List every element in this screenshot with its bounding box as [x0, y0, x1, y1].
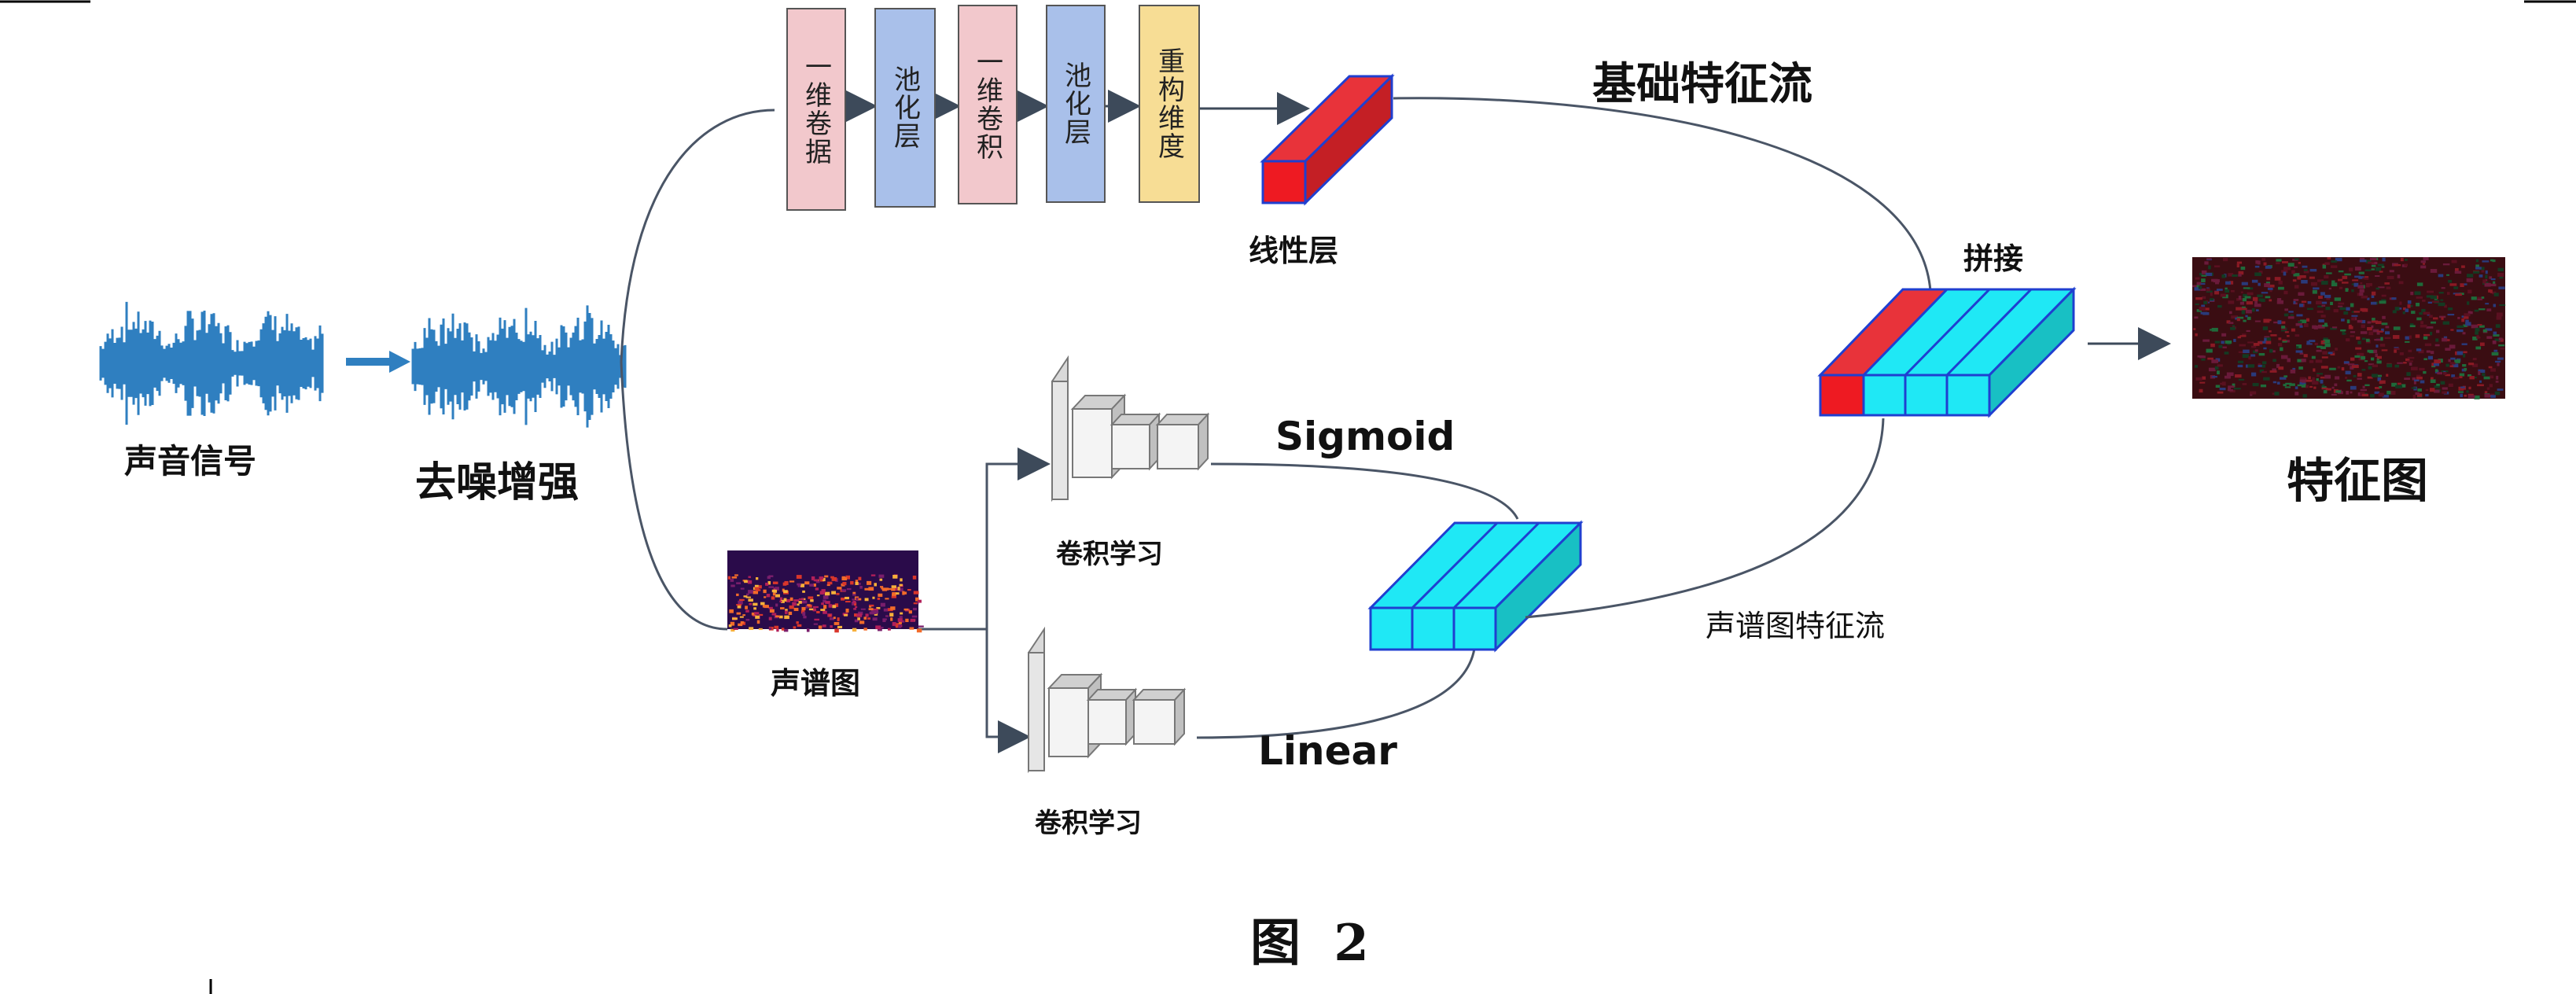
conv-learn-block-bottom	[1028, 626, 1187, 774]
sound-signal-label: 声音信号	[124, 442, 257, 480]
sigmoid-label: Sigmoid	[1275, 414, 1455, 459]
figure-caption: 图 2	[1250, 914, 1377, 973]
denoised-waveform	[411, 305, 627, 428]
waveform-arrowhead	[389, 351, 410, 373]
spectrogram-image	[727, 550, 924, 633]
block-conv1d-2: 一维卷积	[958, 5, 1018, 204]
branch-to-spectrogram-curve	[620, 361, 728, 631]
spectrogram-stream-label: 声谱图特征流	[1702, 609, 1889, 642]
block-pool-2: 池化层	[1046, 5, 1106, 203]
linear-label: Linear	[1258, 728, 1397, 774]
denoise-label: 去噪增强	[415, 459, 580, 506]
spectrogram-feature-tensor	[1367, 520, 1584, 653]
linear-layer-label: 线性层	[1249, 234, 1339, 268]
sigmoid-curve	[1210, 462, 1519, 520]
block-pool-1: 池化层	[874, 8, 936, 208]
conv-learn-block-top	[1051, 355, 1210, 503]
feature-map-label: 特征图	[2287, 454, 2428, 509]
linear-layer-tensor	[1260, 73, 1395, 206]
feature-map-image	[2192, 257, 2506, 399]
concat-tensor	[1817, 286, 2077, 418]
block-conv1d-1: 一维卷据	[786, 8, 846, 211]
spec-to-conv-top-arrow	[918, 447, 1051, 631]
conv-learn-top-label: 卷积学习	[1056, 539, 1163, 570]
spec-to-conv-bottom-arrow	[985, 629, 1031, 753]
concat-label: 拼接	[1963, 241, 2024, 276]
basic-stream-curve	[1393, 97, 1932, 292]
linear-curve	[1196, 648, 1476, 739]
branch-to-cnn-curve	[620, 109, 775, 363]
spectrogram-label: 声谱图	[771, 666, 861, 701]
block-reshape: 重构维度	[1139, 5, 1200, 203]
sound-signal-waveform	[99, 301, 324, 425]
spectrogram-stream-curve	[1525, 418, 1885, 619]
conv-learn-bottom-label: 卷积学习	[1035, 808, 1142, 839]
basic-stream-label: 基础特征流	[1592, 59, 1812, 110]
